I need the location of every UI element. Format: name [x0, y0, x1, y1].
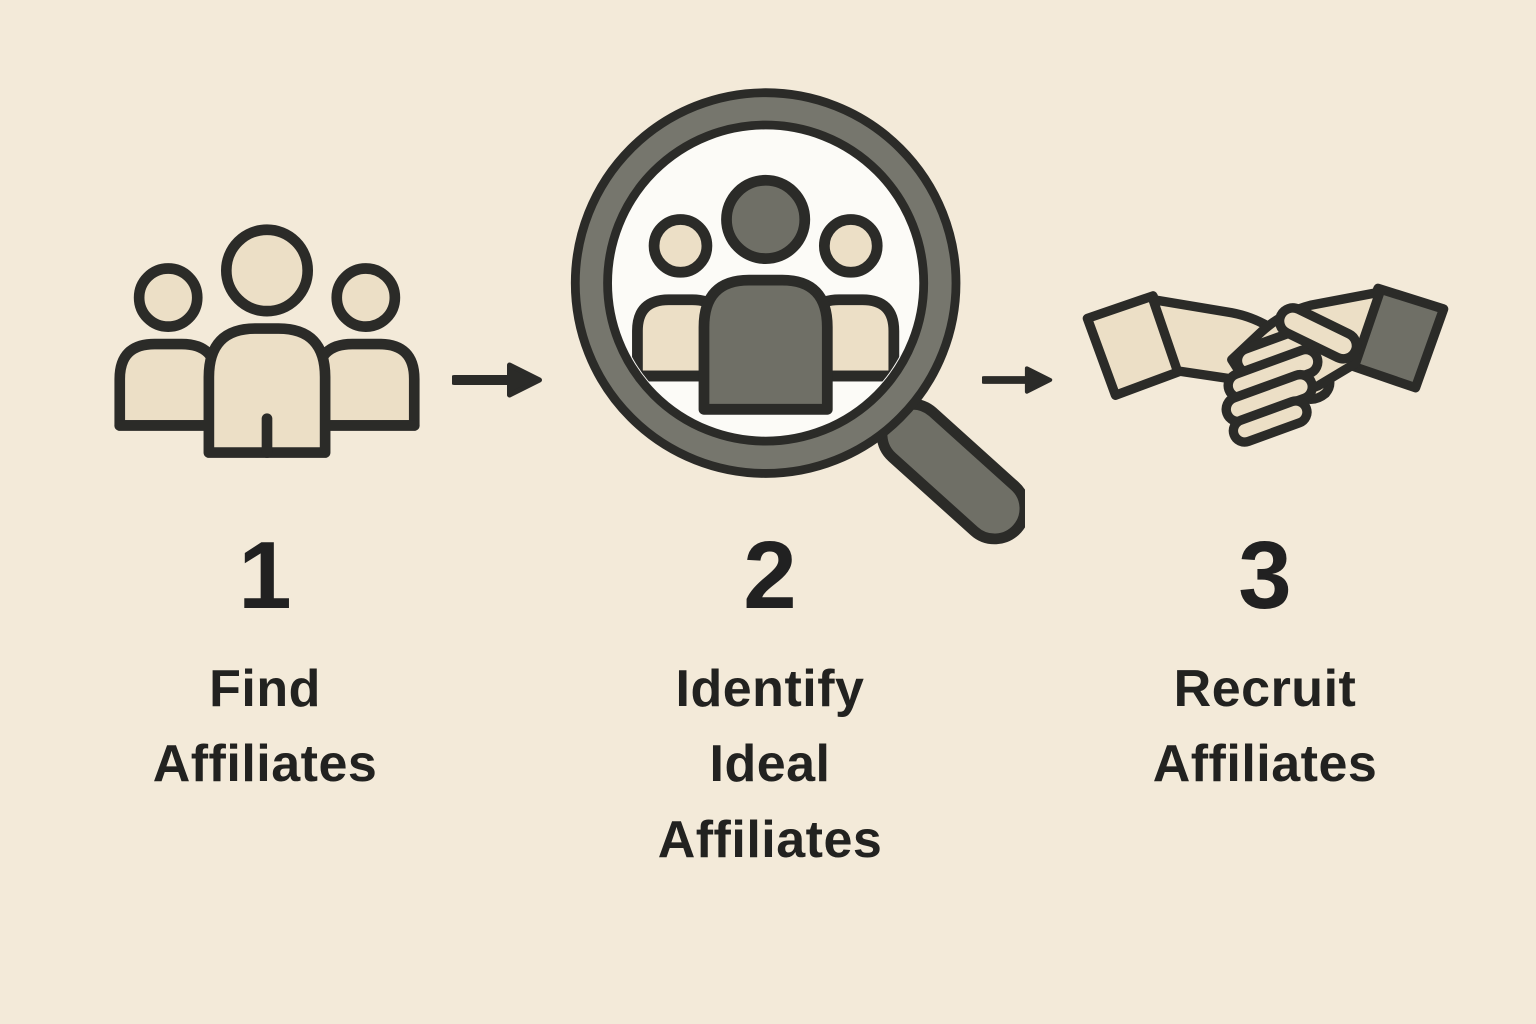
step-1-label: Find Affiliates — [152, 660, 378, 794]
step-3-number: 3 — [1238, 522, 1292, 629]
magnifier-people-icon-svg — [570, 88, 1025, 545]
arrow-right-icon-svg — [452, 362, 542, 398]
arrow-right-icon-svg — [982, 366, 1053, 394]
handshake-icon — [1078, 258, 1453, 480]
arrow-right-icon — [982, 358, 1060, 402]
people-group-icon-svg — [114, 224, 420, 458]
step-2-number: 2 — [743, 522, 797, 629]
step-2-label: Identify Ideal Affiliates — [657, 660, 883, 869]
step-1-number: 1 — [238, 522, 292, 629]
arrow-right-icon — [452, 358, 552, 402]
magnifier-people-icon — [565, 82, 1025, 582]
handshake-icon-svg — [1082, 283, 1449, 447]
people-group-icon — [112, 220, 422, 472]
step-3-label: Recruit Affiliates — [1152, 660, 1378, 794]
